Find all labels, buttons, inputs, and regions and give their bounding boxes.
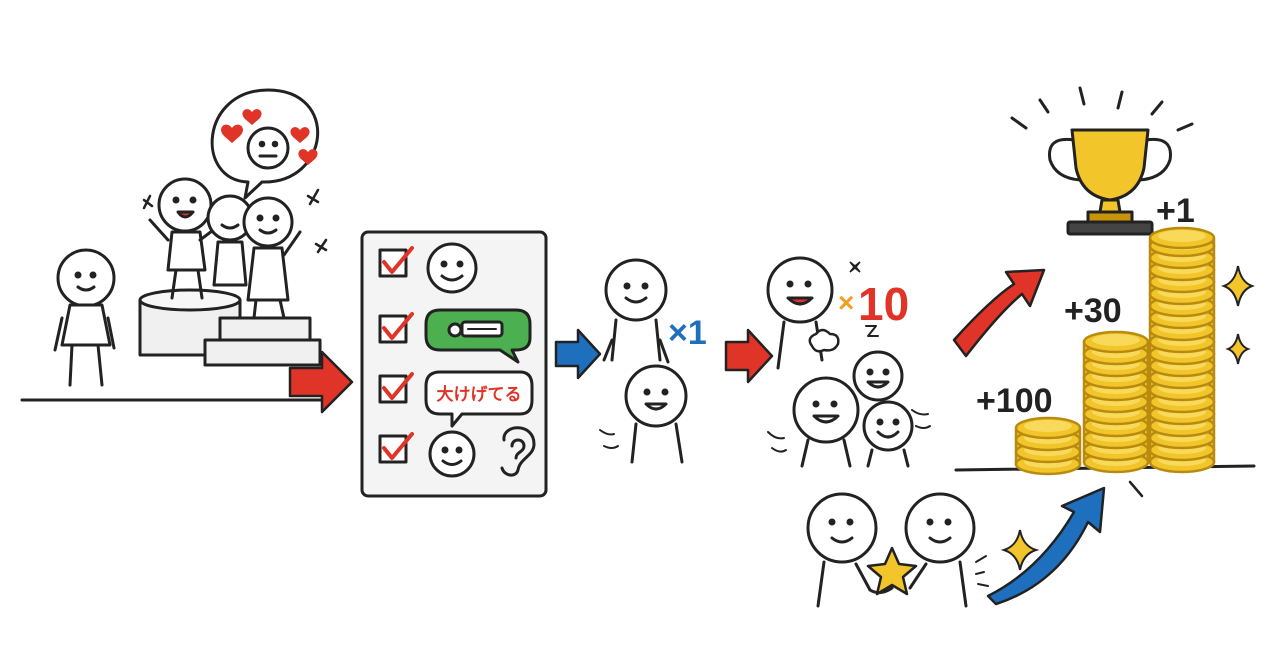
heart-icon — [221, 109, 318, 165]
podium — [138, 288, 322, 367]
speech-bubble-text: 大けげてる — [437, 384, 522, 404]
coin-label-tall: +1 — [1156, 192, 1195, 230]
collaboration-figures — [806, 492, 989, 608]
trophy-icon — [1010, 86, 1194, 236]
lone-figure — [53, 248, 116, 387]
multiplier-red-x: × — [838, 287, 854, 318]
coin-label-small: +100 — [976, 382, 1053, 420]
pair-figures — [599, 258, 688, 464]
sparkle-icon — [1000, 529, 1040, 571]
smile-icon — [428, 430, 476, 478]
coin-icon — [1014, 226, 1216, 476]
speech-bubble — [424, 370, 534, 428]
coin-label-mid: +30 — [1064, 292, 1122, 330]
multiplier-blue: ×1 — [668, 314, 707, 352]
love-bubble — [210, 88, 319, 200]
checklist-panel: 大けげてる — [360, 230, 548, 498]
sparkle-icon — [849, 261, 861, 273]
arrow-right-icon — [554, 328, 602, 380]
intro-scene — [20, 88, 332, 402]
group-figures — [766, 256, 931, 468]
smile-icon — [426, 242, 478, 294]
arrow-up-icon — [986, 486, 1106, 606]
multiplier-red-num: 10 — [858, 278, 909, 330]
arrow-right-icon — [288, 350, 354, 414]
arrow-up-icon — [952, 268, 1046, 358]
ear-icon — [500, 426, 536, 477]
fan-group — [148, 177, 302, 320]
check-icon — [378, 246, 414, 464]
sparkle-icon — [1221, 265, 1255, 365]
arrow-right-icon — [724, 328, 774, 384]
message-bubble-icon — [424, 308, 532, 364]
star-icon — [866, 546, 918, 596]
